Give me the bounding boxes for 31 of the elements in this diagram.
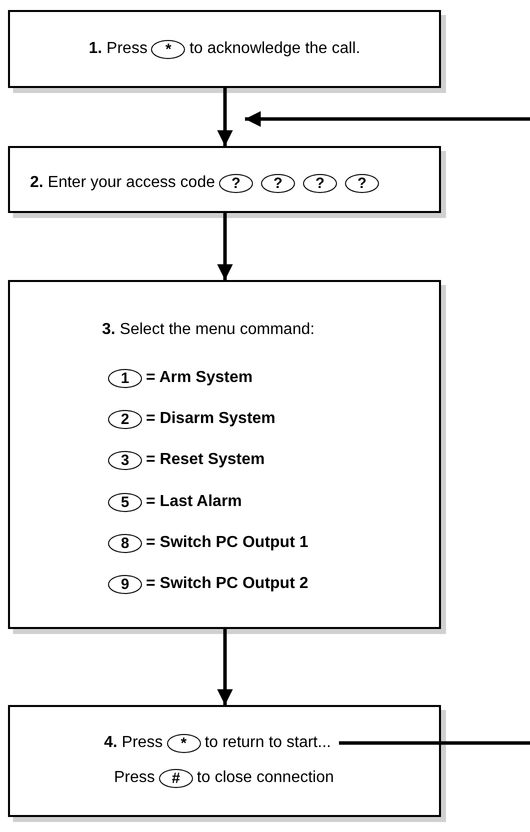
menu-option: = Switch PC Output 1	[146, 534, 308, 552]
menu-option: = Disarm System	[146, 410, 276, 428]
menu-option: = Last Alarm	[146, 493, 242, 511]
keypad-key: *	[151, 40, 186, 58]
keypad-key: ?	[344, 174, 379, 192]
instruction-text: 1. Press	[88, 40, 148, 58]
menu-option: = Switch PC Output 2	[146, 575, 308, 593]
arrow	[217, 88, 233, 146]
keypad-key: 5	[108, 492, 142, 512]
arrow	[217, 213, 233, 280]
keypad-key: 8	[108, 534, 142, 552]
keypad-key: 3	[108, 450, 142, 470]
keypad-key: *	[166, 734, 201, 752]
keypad-key: ?	[218, 174, 253, 192]
instruction-text: 3. Select the menu command:	[102, 321, 315, 339]
keypad-key: 9	[108, 574, 142, 594]
menu-option: = Arm System	[146, 369, 253, 387]
keypad-key: 2	[108, 410, 142, 428]
keypad-key: ?	[302, 174, 337, 192]
keypad-key: #	[158, 768, 193, 788]
instruction-text: 4. Press	[104, 734, 163, 752]
menu-option: = Reset System	[146, 451, 265, 469]
arrow	[245, 111, 530, 745]
instruction-text: to return to start...	[204, 734, 331, 752]
keypad-key: ?	[260, 174, 295, 192]
arrow	[217, 629, 233, 705]
instruction-text: to acknowledge the call.	[189, 40, 360, 58]
keypad-key: 1	[108, 368, 142, 388]
instruction-text: Press	[114, 769, 155, 787]
instruction-text: to close connection	[196, 769, 334, 787]
instruction-text: 2. Enter your access code	[30, 174, 215, 192]
